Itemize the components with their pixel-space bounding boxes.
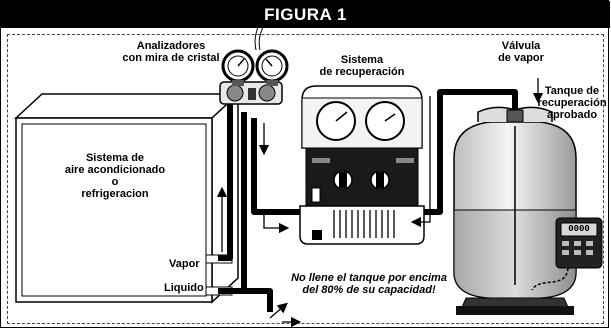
flow-arrows <box>216 78 544 328</box>
label-recovery-system: Sistema de recuperación <box>319 54 405 78</box>
recovery-tank <box>453 106 577 315</box>
scale-device <box>531 217 603 291</box>
label-liquid: Liquido <box>164 282 204 294</box>
label-vapor-valve: Válvula de vapor <box>498 40 544 64</box>
scale-display: 0000 <box>568 224 590 234</box>
manifold-gauges <box>219 11 289 105</box>
figure-inner-border <box>7 34 604 324</box>
label-analyzers: Analizadores con mira de cristal <box>122 40 220 64</box>
label-recovery-tank: Tanque de recuperación aprobado <box>537 85 607 121</box>
label-ac-system: Sistema de aire acondicionado o refriger… <box>64 152 166 200</box>
figure-title: FIGURA 1 <box>1 1 610 28</box>
recovery-machine <box>299 85 425 245</box>
label-vapor: Vapor <box>169 258 200 270</box>
label-warning: No llene el tanque por encima del 80% de… <box>291 272 447 296</box>
